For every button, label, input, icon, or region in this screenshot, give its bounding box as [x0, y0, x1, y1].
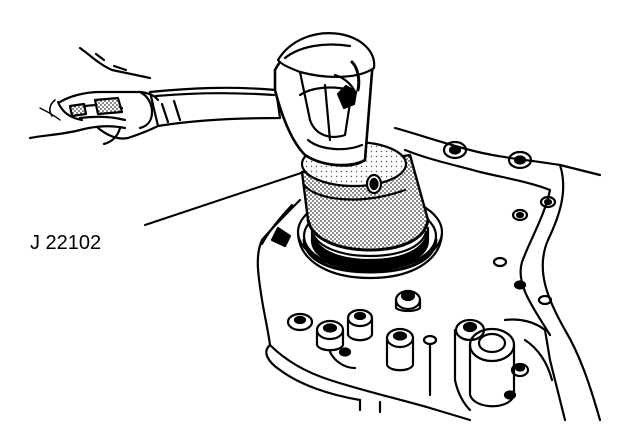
hammer-icon	[148, 32, 376, 167]
hand-icon	[28, 46, 160, 146]
tool-callout-label: J 22102	[30, 232, 101, 254]
callout-leader	[144, 171, 305, 226]
seal-installer-icon	[296, 140, 444, 280]
transmission-case-icon	[256, 126, 602, 422]
